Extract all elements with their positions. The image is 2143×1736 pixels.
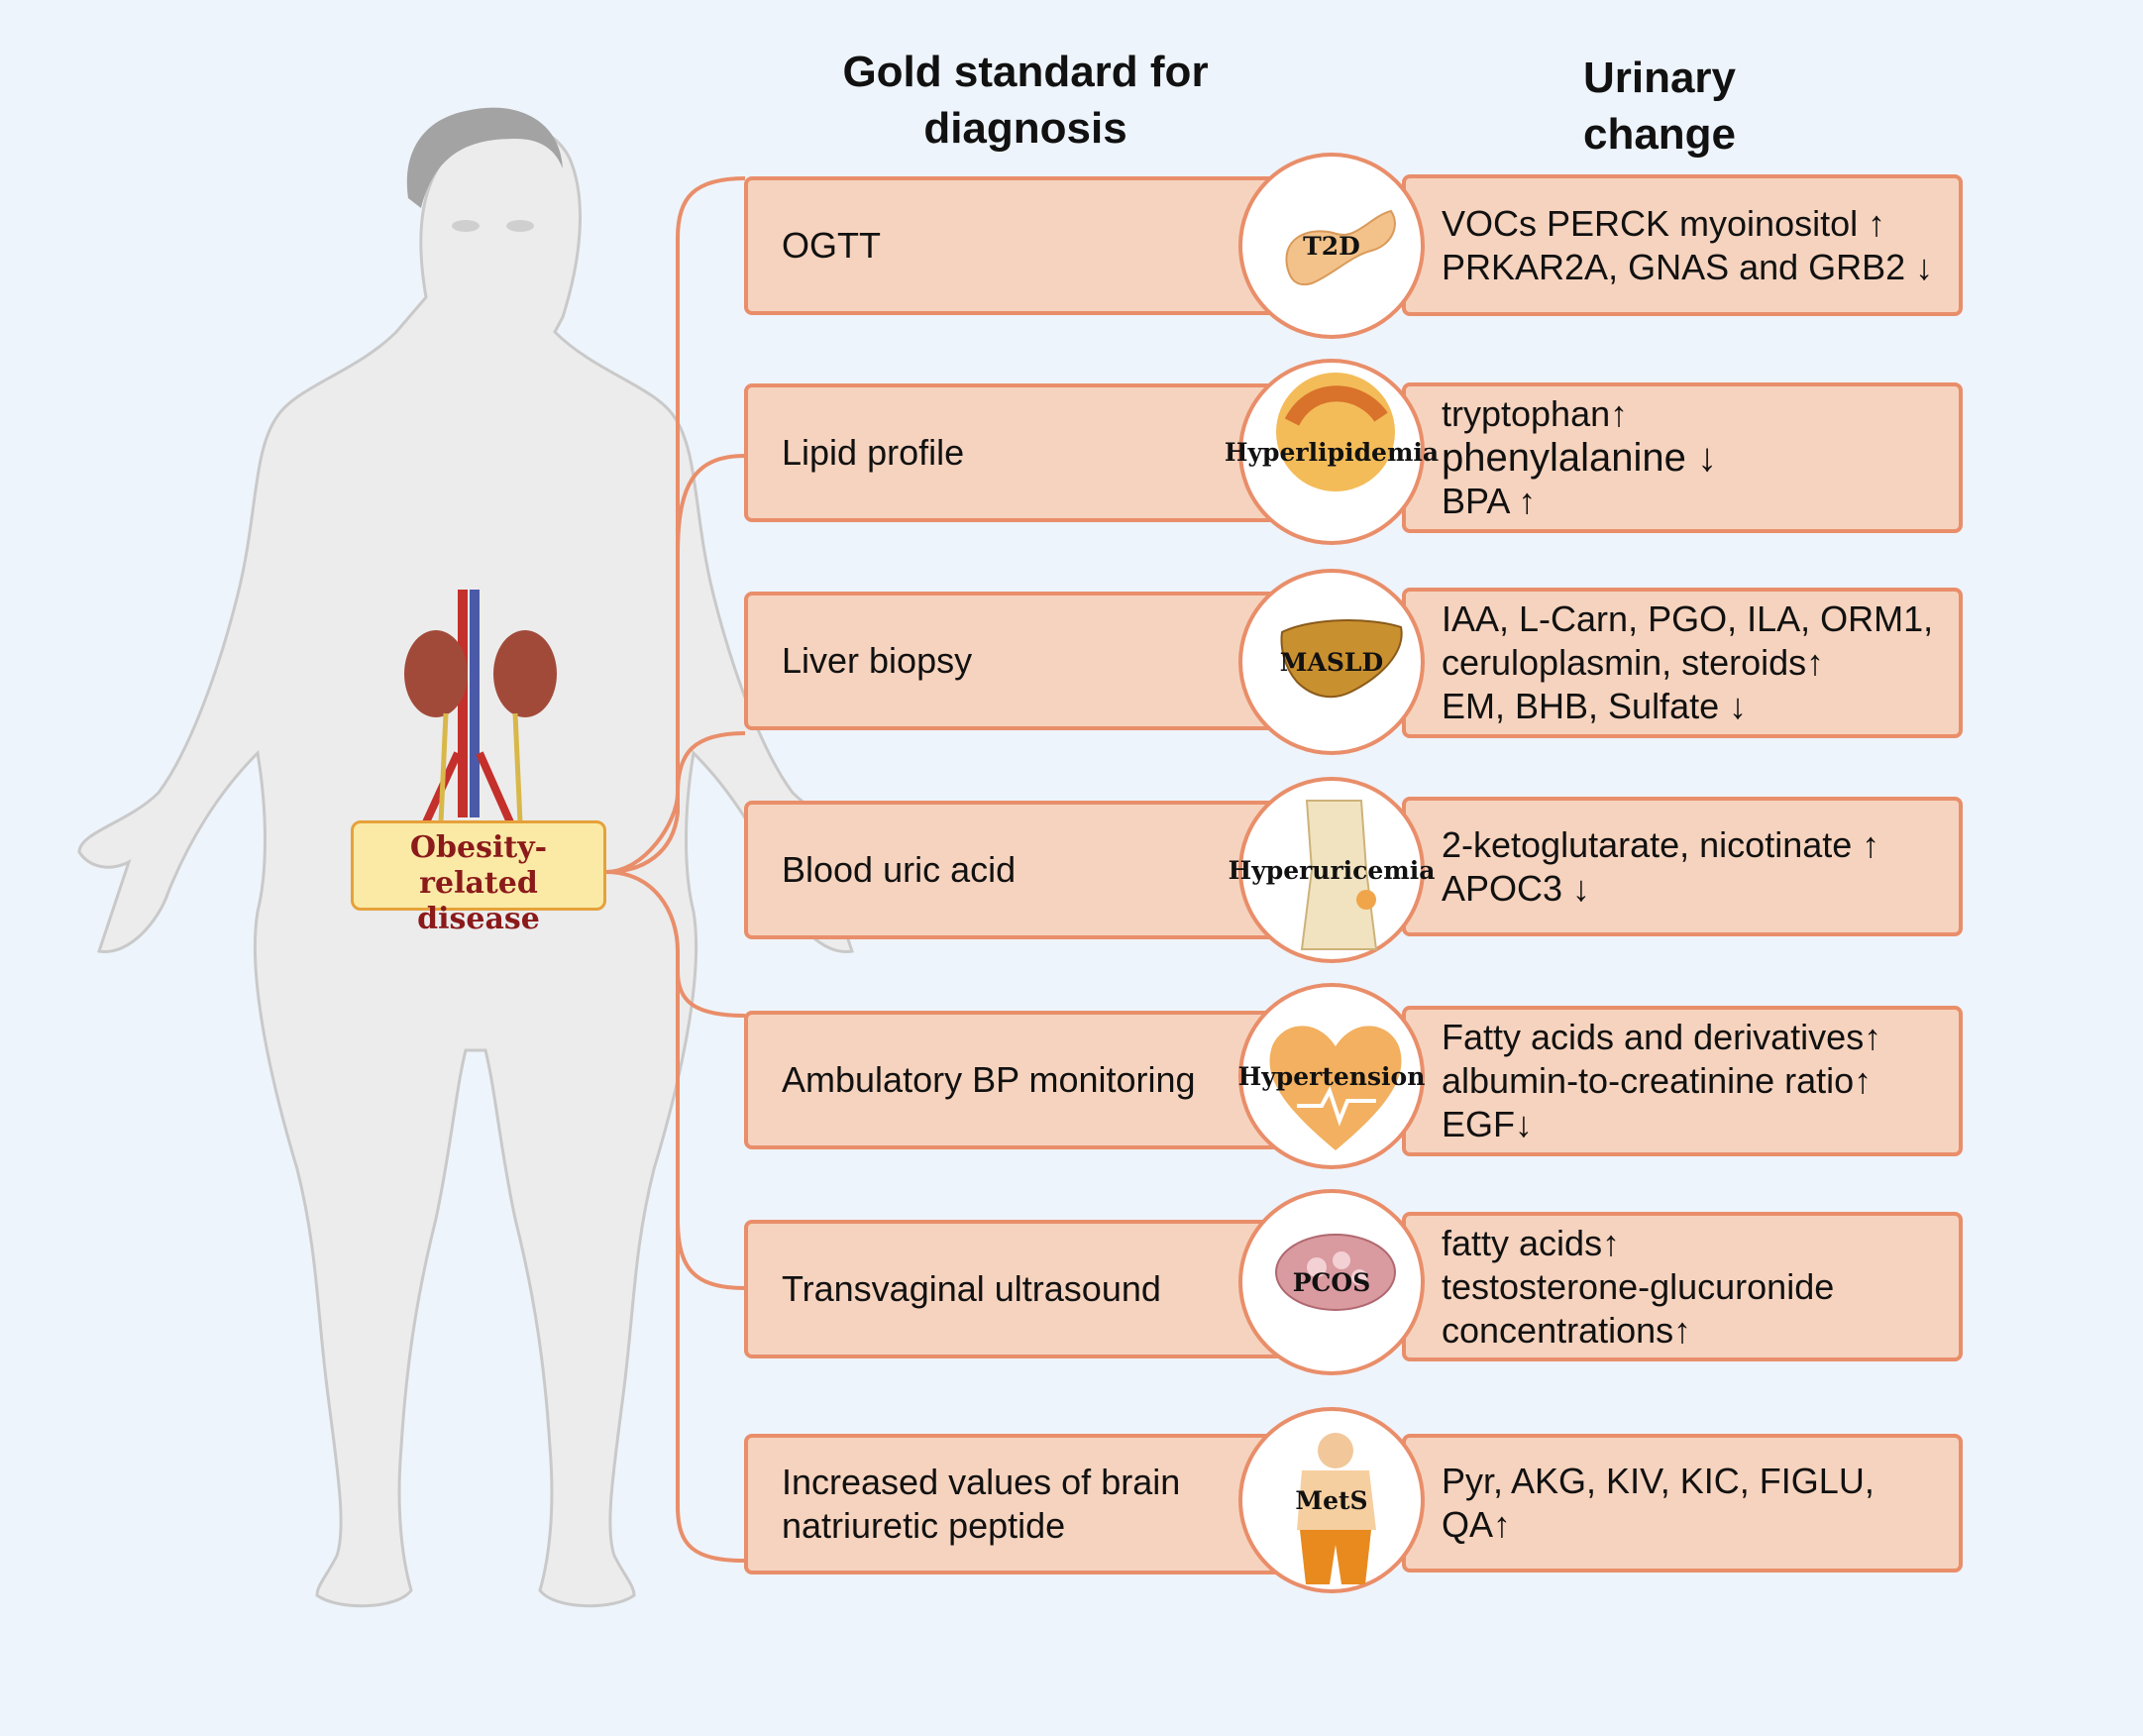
callout-line2: related disease (417, 866, 540, 936)
diagnosis-text: Blood uric acid (782, 849, 1017, 890)
header-gold-line1: Gold standard for (842, 48, 1209, 96)
urinary-box-t2d: VOCs PERCK myoinositol ↑ PRKAR2A, GNAS a… (1402, 174, 1963, 316)
obese-person-icon (1297, 1433, 1376, 1584)
disease-circle-hyperlipidemia: Hyperlipidemia (1225, 359, 1439, 545)
urinary-box-hyperlipidemia: tryptophan↑ phenylalanine ↓ BPA ↑ (1402, 382, 1963, 533)
header-gold-line2: diagnosis (923, 104, 1127, 153)
urinary-box-pcos: fatty acids↑ testosterone-glucuronide co… (1402, 1212, 1963, 1361)
urinary-text: concentrations↑ (1442, 1309, 1692, 1351)
header-urinary-line2: change (1582, 110, 1737, 159)
ovary-icon (1275, 1234, 1396, 1311)
obesity-related-disease-callout: Obesity- related disease (351, 820, 606, 936)
urinary-text: EGF↓ (1442, 1104, 1534, 1144)
disease-circle-mets: MetS (1238, 1407, 1425, 1593)
diagnosis-box-pcos: Transvaginal ultrasound (744, 1220, 1299, 1358)
urinary-box-hyperuricemia: 2-ketoglutarate, nicotinate ↑ APOC3 ↓ (1402, 797, 1963, 936)
disease-circle-hyperuricemia: Hyperuricemia (1229, 777, 1435, 963)
header-gold-standard: Gold standard for diagnosis (822, 44, 1229, 157)
diagnosis-box-hypertension: Ambulatory BP monitoring (744, 1011, 1299, 1149)
heart-icon (1269, 1026, 1402, 1150)
disease-circle-pcos: PCOS (1238, 1189, 1425, 1375)
diagnosis-text: OGTT (782, 225, 881, 266)
disease-circle-masld: MASLD (1238, 569, 1425, 755)
urinary-text: APOC3 ↓ (1442, 867, 1591, 909)
disease-label: MASLD (1279, 648, 1384, 677)
liver-icon (1280, 619, 1403, 699)
connector-lines (605, 176, 746, 1563)
disease-label: T2D (1303, 232, 1360, 261)
urinary-text: 2-ketoglutarate, nicotinate ↑ (1442, 823, 1880, 865)
disease-label: Hyperlipidemia (1224, 438, 1440, 467)
urinary-text: testosterone-glucuronide (1442, 1265, 1835, 1307)
pancreas-icon (1285, 209, 1396, 285)
urinary-box-masld: IAA, L-Carn, PGO, ILA, ORM1, ceruloplasm… (1402, 588, 1963, 738)
urinary-text: albumin-to-creatinine ratio↑ (1442, 1060, 1873, 1101)
diagnosis-text: Liver biopsy (782, 640, 973, 681)
urinary-text: tryptophan↑ (1442, 393, 1629, 434)
diagnosis-text: Lipid profile (782, 432, 965, 473)
diagnosis-text: Transvaginal ultrasound (782, 1268, 1161, 1309)
header-urinary-line1: Urinary (1582, 54, 1737, 102)
disease-label: Hypertension (1237, 1062, 1426, 1091)
urinary-text: IAA, L-Carn, PGO, ILA, ORM1, (1442, 598, 1934, 639)
urinary-text: EM, BHB, Sulfate ↓ (1442, 686, 1748, 726)
diagnosis-box-t2d: OGTT (744, 176, 1299, 315)
diagnosis-text: Ambulatory BP monitoring (782, 1059, 1196, 1100)
urinary-text: fatty acids↑ (1442, 1222, 1621, 1263)
urinary-text: QA↑ (1442, 1504, 1512, 1545)
urinary-text: Fatty acids and derivatives↑ (1442, 1017, 1882, 1057)
urinary-box-hypertension: Fatty acids and derivatives↑ albumin-to-… (1402, 1006, 1963, 1156)
diagnosis-text: Increased values of brain (782, 1462, 1181, 1502)
diagnosis-box-masld: Liver biopsy (744, 592, 1299, 730)
diagnosis-text: natriuretic peptide (782, 1505, 1066, 1546)
diagnosis-box-mets: Increased values of brain natriuretic pe… (744, 1434, 1299, 1574)
header-urinary-change: Urinary change (1536, 50, 1783, 163)
disease-label: MetS (1295, 1486, 1368, 1515)
urinary-text: phenylalanine ↓ (1442, 436, 1717, 480)
urinary-text: BPA ↑ (1442, 481, 1537, 521)
fat-cells-icon (1276, 373, 1395, 491)
disease-circle-t2d: T2D (1238, 153, 1425, 339)
hair (406, 107, 563, 208)
diagnosis-box-hyperlipidemia: Lipid profile (744, 383, 1299, 522)
callout-line1: Obesity- (409, 830, 548, 865)
diagnosis-box-hyperuricemia: Blood uric acid (744, 801, 1299, 939)
disease-label: Hyperuricemia (1228, 856, 1436, 885)
disease-label: PCOS (1292, 1268, 1371, 1297)
foot-bones-icon (1300, 800, 1378, 950)
urinary-text: Pyr, AKG, KIV, KIC, FIGLU, (1442, 1461, 1875, 1501)
disease-circle-hypertension: Hypertension (1238, 983, 1425, 1169)
urinary-text: VOCs PERCK myoinositol ↑ (1442, 202, 1886, 244)
urinary-box-mets: Pyr, AKG, KIV, KIC, FIGLU, QA↑ (1402, 1434, 1963, 1573)
urinary-text: PRKAR2A, GNAS and GRB2 ↓ (1442, 246, 1934, 287)
urinary-text: ceruloplasmin, steroids↑ (1442, 642, 1825, 683)
